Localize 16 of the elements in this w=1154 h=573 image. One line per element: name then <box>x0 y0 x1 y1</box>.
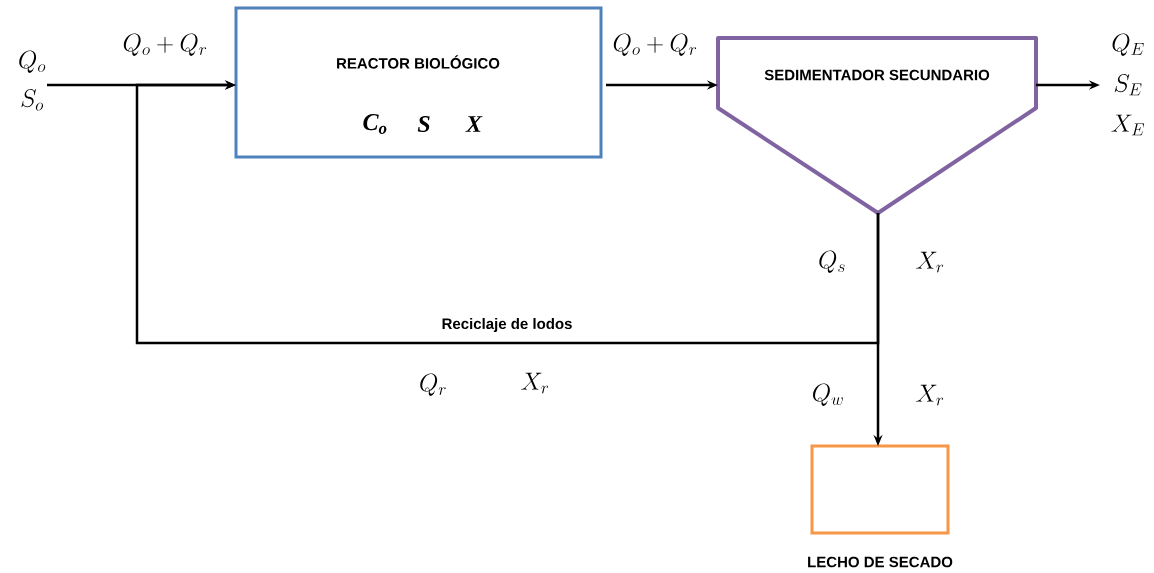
flow-variable: $Q_r$ <box>420 373 446 396</box>
flow-variable: $Q_w$ <box>813 383 843 406</box>
flow-variable: $Q_s$ <box>819 250 845 273</box>
edge-label: Reciclaje de lodos <box>440 317 574 333</box>
flow-variables: $Q_o$ $S_o$ <box>19 50 46 111</box>
flow-variable: $X_r$ <box>916 251 944 273</box>
arrow <box>135 80 880 345</box>
flow-variable: $Q_o + Q_r$ <box>123 33 207 56</box>
settler-tank: SEDIMENTADOR SECUNDARIO <box>716 36 1038 215</box>
node-label: LECHO DE SECADO <box>808 556 953 568</box>
flow-variable: $Q_o + Q_r$ <box>613 33 697 56</box>
drying-bed-box: LECHO DE SECADO <box>808 444 953 568</box>
reactor-box: REACTOR BIOLÓGICO C$_{o}$ S X <box>234 6 603 159</box>
flow-variable: $X_r$ <box>521 372 549 394</box>
flow-variable: $X_r$ <box>916 384 944 406</box>
flow-variables: $Q_E$ $S_E$ $X_E$ <box>1111 33 1145 136</box>
